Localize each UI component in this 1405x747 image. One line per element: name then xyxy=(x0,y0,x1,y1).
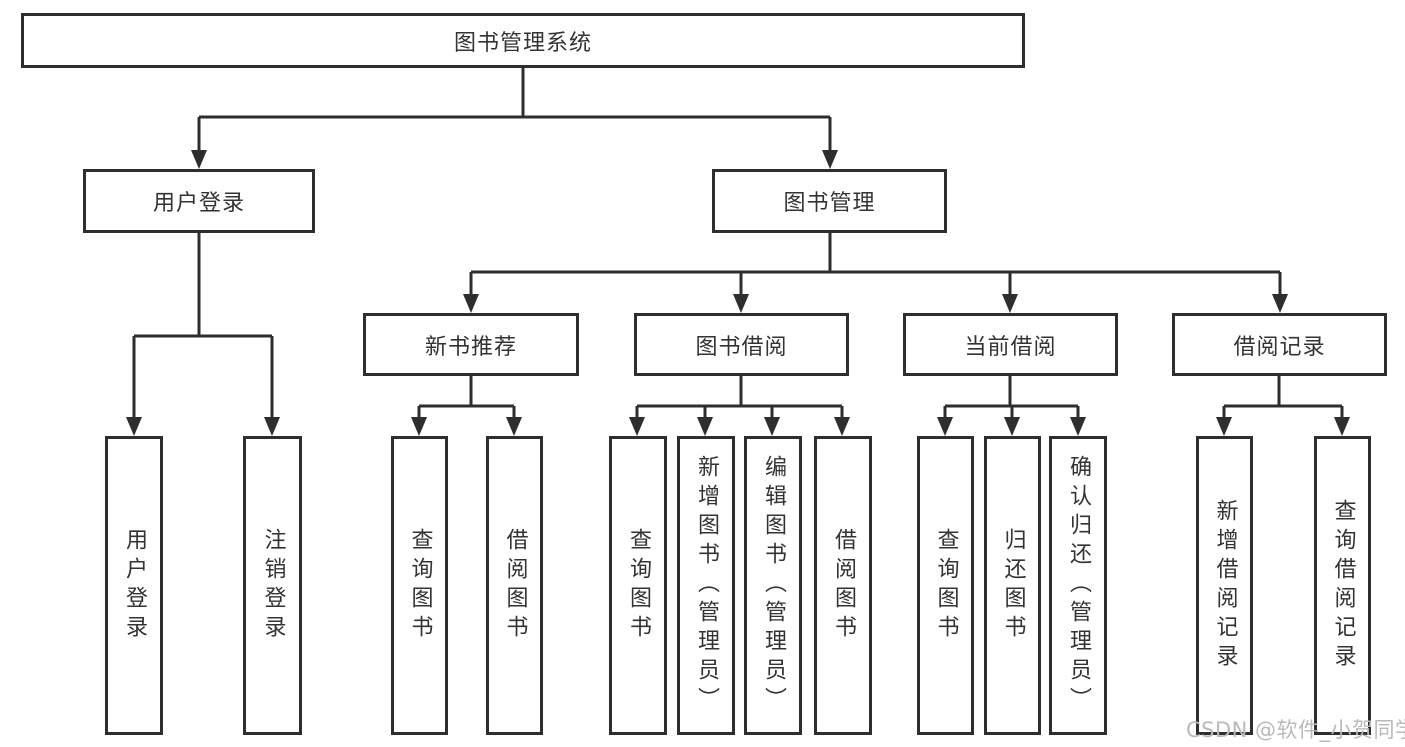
node-book-borrow: 图书借阅 xyxy=(634,313,849,376)
node-new-book-recommend: 新书推荐 xyxy=(363,313,579,376)
node-root: 图书管理系统 xyxy=(21,13,1025,68)
node-confirm-return-admin-label: 确认归还（管理员） xyxy=(1066,455,1091,716)
arrowhead xyxy=(822,150,838,169)
node-edit-book-admin: 编辑图书（管理员） xyxy=(744,436,802,735)
arrowhead xyxy=(463,294,479,313)
node-query-borrow-record: 查询借阅记录 xyxy=(1314,436,1371,735)
node-confirm-return-admin: 确认归还（管理员） xyxy=(1049,436,1107,735)
node-query-books-borrow: 查询图书 xyxy=(609,436,667,735)
node-add-borrow-record: 新增借阅记录 xyxy=(1196,436,1253,735)
node-borrow-records-label: 借阅记录 xyxy=(1233,334,1326,360)
node-query-books-borrow-label: 查询图书 xyxy=(626,527,651,644)
node-new-book-recommend-label: 新书推荐 xyxy=(424,334,517,360)
connector-book-management-children xyxy=(463,233,1288,313)
node-user-login: 用户登录 xyxy=(83,169,315,233)
arrowhead xyxy=(1070,417,1086,436)
arrowhead xyxy=(264,417,280,436)
node-return-book: 归还图书 xyxy=(984,436,1041,735)
arrowhead xyxy=(126,417,142,436)
node-current-borrow-label: 当前借阅 xyxy=(964,334,1057,360)
node-edit-book-admin-label: 编辑图书（管理员） xyxy=(761,455,786,716)
arrowhead xyxy=(697,417,713,436)
arrowhead xyxy=(1002,294,1018,313)
connector-borrow-records-children xyxy=(1216,376,1350,436)
node-query-books-current: 查询图书 xyxy=(917,436,974,735)
node-borrow-records: 借阅记录 xyxy=(1172,313,1387,376)
node-query-borrow-record-label: 查询借阅记录 xyxy=(1330,498,1356,673)
node-root-label: 图书管理系统 xyxy=(453,30,592,56)
arrowhead xyxy=(506,417,522,436)
arrowhead xyxy=(411,417,427,436)
connector-root-to-level2 xyxy=(191,68,838,169)
node-query-books-recommend-label: 查询图书 xyxy=(407,527,433,644)
node-add-book-admin: 新增图书（管理员） xyxy=(677,436,735,735)
node-book-management-label: 图书管理 xyxy=(783,191,876,216)
node-add-borrow-record-label: 新增借阅记录 xyxy=(1212,498,1238,673)
arrowhead xyxy=(764,417,780,436)
arrowhead xyxy=(733,294,749,313)
watermark: CSDN @软件_小贺同学 xyxy=(1186,718,1405,742)
node-query-books-recommend: 查询图书 xyxy=(391,436,448,735)
node-borrow-books-label: 借阅图书 xyxy=(831,527,856,644)
node-borrow-books-recommend: 借阅图书 xyxy=(486,436,543,735)
node-query-books-current-label: 查询图书 xyxy=(933,527,959,644)
arrowhead xyxy=(1004,417,1020,436)
node-login-label: 用户登录 xyxy=(122,527,147,644)
arrowhead xyxy=(191,150,207,169)
connector-book-borrow-children xyxy=(629,376,850,436)
arrowhead xyxy=(834,417,850,436)
arrowhead xyxy=(1272,294,1288,313)
connector-new-book-children xyxy=(411,376,522,436)
node-logout-label: 注销登录 xyxy=(260,527,286,644)
node-book-borrow-label: 图书借阅 xyxy=(695,334,788,360)
node-book-management: 图书管理 xyxy=(712,169,947,233)
node-logout: 注销登录 xyxy=(243,436,302,735)
arrowhead xyxy=(1334,417,1350,436)
node-login: 用户登录 xyxy=(105,436,163,735)
node-current-borrow: 当前借阅 xyxy=(903,313,1118,376)
connector-user-login-children xyxy=(126,233,280,436)
node-user-login-label: 用户登录 xyxy=(152,191,245,216)
node-borrow-books-recommend-label: 借阅图书 xyxy=(502,527,528,644)
node-borrow-books: 借阅图书 xyxy=(814,436,872,735)
arrowhead xyxy=(1216,417,1232,436)
arrowhead xyxy=(629,417,645,436)
arrowhead xyxy=(937,417,953,436)
node-add-book-admin-label: 新增图书（管理员） xyxy=(694,455,719,716)
connector-current-borrow-children xyxy=(937,376,1086,436)
node-return-book-label: 归还图书 xyxy=(1000,527,1026,644)
